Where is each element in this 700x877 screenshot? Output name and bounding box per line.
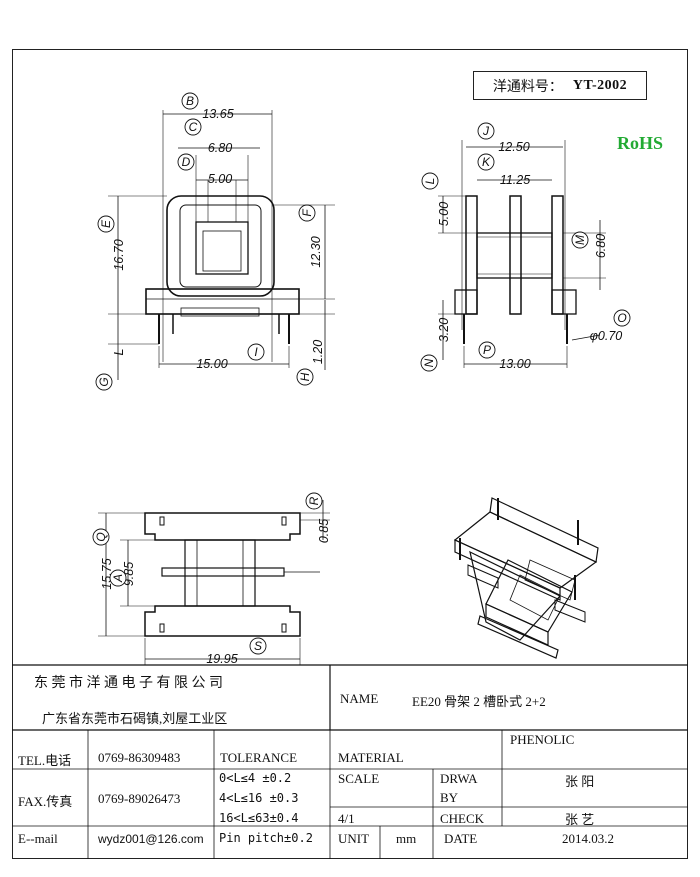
tolerance-line-4: Pin pitch±0.2 [219, 831, 313, 845]
isometric-view [453, 497, 599, 659]
check-value: 张 艺 [565, 812, 595, 827]
dimension-p-value: 13.00 [499, 357, 530, 371]
unit-value: mm [396, 831, 417, 846]
dimension-n-value: 3.20 [437, 318, 451, 342]
dimension-l-value: 5.00 [437, 202, 451, 226]
unit-label: UNIT [338, 831, 370, 846]
drawn-by-value: 张 阳 [565, 774, 595, 789]
reference-bubble-m [571, 231, 589, 249]
reference-letter-s: S [254, 639, 262, 653]
reference-bubble-s [249, 637, 267, 655]
dimension-m-value: 6.80 [594, 234, 608, 258]
reference-letter-c: C [189, 120, 198, 134]
date-value: 2014.03.2 [562, 831, 614, 846]
dimension-d-value: 5.00 [208, 172, 232, 186]
reference-bubble-a [109, 569, 127, 587]
reference-bubble-f [298, 204, 316, 222]
tel-label: TEL.电话 [18, 753, 72, 768]
reference-bubble-q [92, 528, 110, 546]
part-number-label: 洋通料号： [492, 79, 563, 95]
reference-letter-n: N [422, 358, 436, 367]
reference-bubble-d [177, 153, 195, 171]
reference-bubble-h [296, 368, 314, 386]
reference-bubble-j [477, 122, 495, 140]
dimension-r-value: 0.85 [317, 519, 331, 543]
dimension-e-value: 16.70 [112, 239, 126, 270]
material-value: PHENOLIC [510, 732, 575, 747]
reference-bubble-p [478, 341, 496, 359]
dimension-f-value: 12.30 [309, 236, 323, 267]
reference-letter-j: J [482, 124, 490, 138]
tel-value: 0769-86309483 [98, 750, 181, 765]
reference-bubble-e [97, 215, 115, 233]
reference-letter-m: M [573, 235, 587, 245]
dimension-i-value: 15.00 [196, 357, 227, 371]
reference-letter-p: P [483, 343, 491, 357]
email-label: E--mail [18, 831, 58, 846]
reference-bubble-k [477, 153, 495, 171]
company-name: 东 莞 市 洋 通 电 子 有 限 公 司 [34, 676, 223, 691]
part-number-value: YT-2002 [572, 77, 628, 93]
reference-letter-b: B [186, 94, 194, 108]
reference-letter-k: K [482, 155, 491, 169]
dimension-k-value: 11.25 [500, 173, 530, 187]
reference-bubble-l [421, 172, 439, 190]
reference-bubble-g [95, 373, 113, 391]
name-label: NAME [340, 691, 379, 706]
tolerance-label: TOLERANCE [220, 750, 298, 765]
name-value: EE20 骨架 2 槽卧式 2+2 [412, 694, 546, 709]
dimension-s-value: 19.95 [206, 652, 237, 666]
reference-bubble-o [613, 309, 631, 327]
fax-value: 0769-89026473 [98, 791, 181, 806]
reference-bubble-r [305, 492, 323, 510]
drawn-by-label-2: BY [440, 790, 459, 805]
reference-letter-o: O [617, 311, 626, 325]
dimension-g-value: L [112, 348, 126, 355]
email-value: wydz001@126.com [98, 832, 204, 846]
drawn-by-label-1: DRWA [440, 771, 478, 786]
reference-letter-a: A [111, 574, 125, 583]
drawing-sheet-border [12, 49, 688, 859]
scale-label: SCALE [338, 771, 380, 786]
material-label: MATERIAL [338, 750, 404, 765]
reference-letter-q: Q [94, 532, 108, 541]
reference-letter-h: H [298, 372, 312, 381]
reference-letter-r: R [307, 496, 321, 505]
dimension-h-value: 1.20 [311, 340, 325, 364]
front-view [108, 110, 335, 380]
date-label: DATE [444, 831, 478, 846]
reference-letter-i: I [254, 345, 258, 359]
check-label: CHECK [440, 811, 485, 826]
dimension-j-value: 12.50 [498, 140, 529, 154]
dimension-o-value: φ0.70 [590, 329, 623, 343]
reference-letter-l: L [423, 178, 437, 185]
reference-letter-g: G [97, 377, 111, 386]
reference-bubble-c [184, 118, 202, 136]
reference-letter-f: F [300, 209, 314, 217]
title-block-grid [12, 664, 688, 859]
dimension-c-value: 6.80 [208, 141, 232, 155]
reference-letter-e: E [99, 219, 113, 228]
rohs-mark: RoHS [617, 133, 664, 153]
tolerance-line-1: 0<L≤4 ±0.2 [219, 771, 292, 785]
scale-value: 4/1 [338, 811, 355, 826]
part-number-box: 洋通料号： YT-2002 [473, 71, 647, 100]
tolerance-line-3: 16<L≤63±0.4 [219, 811, 299, 825]
reference-bubble-i [247, 343, 265, 361]
reference-bubble-b [181, 92, 199, 110]
top-view [98, 500, 330, 665]
dimension-annotations: 13.65 B 6.80 C 5.00 D 16.70 E 12.30 F L G 1.20H 15.00… [92, 92, 631, 666]
company-address: 广东省东莞市石碣镇,刘屋工业区 [42, 711, 228, 726]
fax-label: FAX.传真 [18, 794, 73, 809]
tolerance-line-2: 4<L≤16 ±0.3 [219, 791, 299, 805]
reference-bubble-n [420, 354, 438, 372]
reference-letter-d: D [182, 155, 191, 169]
side-view [438, 140, 606, 368]
dimension-b-value: 13.65 [202, 107, 233, 121]
